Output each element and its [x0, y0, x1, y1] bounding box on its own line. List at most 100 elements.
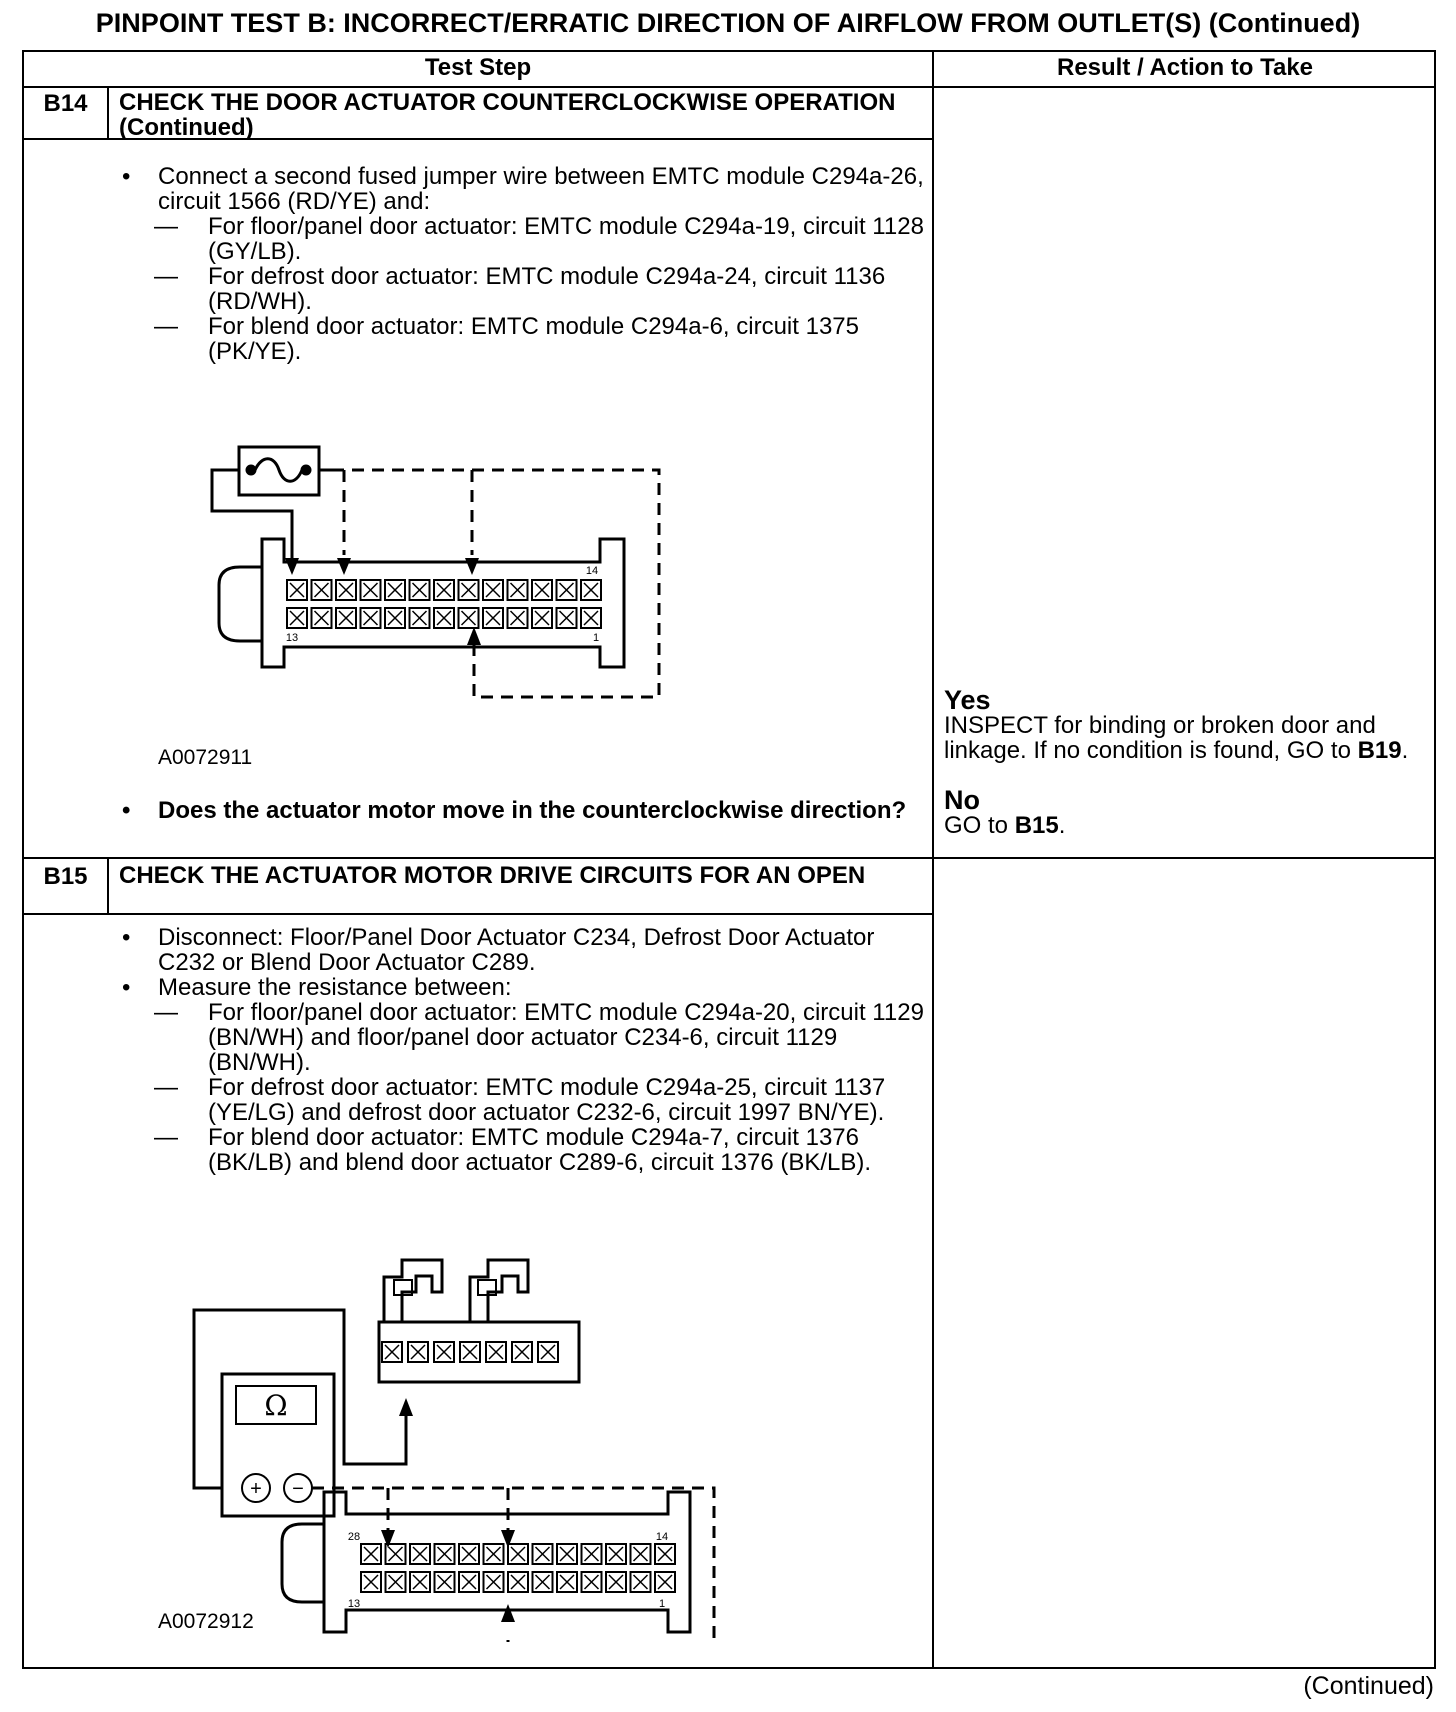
- pin-cross: [540, 1344, 556, 1360]
- pin-cell: [482, 579, 504, 601]
- pin-cross: [436, 1344, 452, 1360]
- pin-cross: [485, 1546, 502, 1562]
- column-divider: [932, 52, 934, 1667]
- pin-cross: [338, 610, 354, 626]
- pin-cell: [286, 579, 308, 601]
- pin-cross: [363, 1574, 379, 1590]
- probe-arrow: [399, 1398, 413, 1416]
- pin-cross: [534, 1574, 551, 1590]
- pin-cross: [338, 582, 354, 598]
- pin-cross: [509, 582, 526, 598]
- b15-dash-item: For defrost door actuator: EMTC module C…: [24, 1075, 924, 1125]
- pin-cross: [632, 1574, 649, 1590]
- connector-jumper-diagram: 14 13 1: [210, 445, 661, 699]
- pin-cell: [482, 1543, 505, 1565]
- pinpoint-table: Test Step Result / Action to Take B14 CH…: [22, 50, 1436, 1669]
- pin-cross: [583, 1546, 600, 1562]
- pin-cell: [310, 607, 333, 629]
- b15-dash-item: For blend door actuator: EMTC module C29…: [24, 1125, 924, 1175]
- pin-cell: [408, 607, 431, 629]
- header-result: Result / Action to Take: [1056, 54, 1314, 81]
- yes-text: INSPECT for binding or broken door and l…: [944, 712, 1376, 764]
- actuator-latch: [382, 1258, 444, 1322]
- pin-cell: [433, 1341, 455, 1363]
- pin-cell: [409, 1571, 431, 1593]
- pin-cell: [359, 579, 382, 601]
- row-divider: [24, 857, 1434, 859]
- step-title-b14: CHECK THE DOOR ACTUATOR COUNTERCLOCKWISE…: [119, 89, 896, 141]
- pin-cross: [461, 1574, 477, 1590]
- pin-cell: [408, 579, 431, 601]
- pin-cross: [387, 610, 403, 626]
- pin-cell: [605, 1543, 627, 1565]
- pin-array: [360, 1543, 676, 1593]
- connector-body: [260, 537, 626, 669]
- pin-cell: [605, 1571, 627, 1593]
- pin-cross: [534, 610, 550, 626]
- pin-cell: [531, 579, 553, 601]
- resistance-measurement-diagram: Ω + − 28 14 13 1: [192, 1258, 716, 1642]
- pin-label: 14: [656, 1531, 668, 1543]
- b15-bullet: Disconnect: Floor/Panel Door Actuator C2…: [24, 925, 924, 975]
- pin-label: 1: [593, 632, 599, 644]
- pin-cell: [580, 579, 602, 601]
- fuse-icon: [253, 457, 304, 483]
- pin-cross: [387, 1574, 404, 1590]
- pin-cell: [335, 607, 357, 629]
- pin-cross: [583, 610, 599, 626]
- pin-cell: [433, 1571, 456, 1593]
- probe-arrow: [501, 1604, 515, 1622]
- pin-cell: [555, 579, 578, 601]
- b14-question-text: Does the actuator motor move in the coun…: [24, 798, 924, 823]
- pin-cross: [313, 610, 330, 626]
- header-divider: [24, 86, 1434, 88]
- pin-cross: [632, 1546, 649, 1562]
- yes-ref: B19: [1357, 737, 1402, 764]
- pin-cell: [458, 1543, 480, 1565]
- pin-cross: [313, 582, 330, 598]
- pin-cross: [384, 1344, 400, 1360]
- pin-cell: [482, 607, 504, 629]
- b14-dash-item: For floor/panel door actuator: EMTC modu…: [24, 214, 924, 264]
- pin-cell: [506, 607, 529, 629]
- b14-bullet: Connect a second fused jumper wire betwe…: [24, 164, 924, 364]
- pin-label: 28: [348, 1531, 360, 1543]
- pin-cell: [407, 1341, 429, 1363]
- pin-cell: [485, 1341, 507, 1363]
- step-title-divider: [24, 138, 932, 140]
- pin-cell: [458, 1571, 480, 1593]
- pin-cross: [558, 582, 575, 598]
- pin-cell: [531, 1571, 554, 1593]
- b15-dash-list: For floor/panel door actuator: EMTC modu…: [154, 1000, 924, 1175]
- b14-dash-item: For blend door actuator: EMTC module C29…: [24, 314, 924, 364]
- pin-cross: [436, 1546, 453, 1562]
- step-number-divider: [107, 859, 109, 913]
- pin-cell: [580, 1571, 603, 1593]
- pin-cell: [384, 1571, 407, 1593]
- b14-result-yes: Yes INSPECT for binding or broken door a…: [944, 687, 1424, 764]
- pin-cell: [335, 579, 357, 601]
- step-title-divider: [24, 913, 932, 915]
- b15-bullet-text: Measure the resistance between:: [158, 974, 512, 1001]
- pin-cross: [559, 1546, 575, 1562]
- punct: .: [1058, 812, 1066, 839]
- pin-cell: [556, 1543, 578, 1565]
- pin-cell: [537, 1341, 559, 1363]
- pin-cell: [531, 1543, 554, 1565]
- b14-dash-item: For defrost door actuator: EMTC module C…: [24, 264, 924, 314]
- step-number-b14: B14: [43, 90, 88, 117]
- b15-dash-item: For floor/panel door actuator: EMTC modu…: [24, 1000, 924, 1075]
- no-text: GO to: [944, 812, 1009, 839]
- pin-cross: [514, 1344, 530, 1360]
- pin-cell: [360, 1543, 382, 1565]
- pin-cell: [310, 579, 333, 601]
- pin-cross: [657, 1546, 673, 1562]
- pin-cell: [384, 1543, 407, 1565]
- pin-cell: [457, 607, 480, 629]
- pin-label: 1: [659, 1598, 665, 1610]
- probe-arrow: [381, 1530, 395, 1548]
- pin-cell: [580, 607, 602, 629]
- pin-cell: [360, 1571, 382, 1593]
- pin-cross: [461, 1546, 477, 1562]
- punct: .: [1401, 737, 1409, 764]
